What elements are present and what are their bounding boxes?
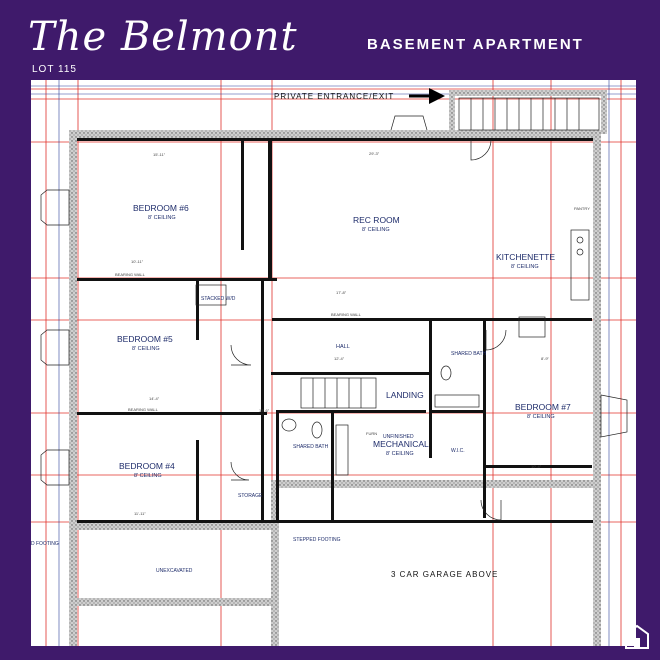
dim-15-11: 15'-11"	[153, 152, 166, 157]
label-furn: FURN	[366, 431, 377, 436]
dim-17-8: 17'-8"	[336, 290, 347, 295]
label-shared-bath-1: SHARED BATH	[451, 351, 487, 357]
floor-plan: PRIVATE ENTRANCE/EXIT BEDROOM #6 8' CEIL…	[31, 80, 636, 646]
label-shared-bath-2: SHARED BATH	[293, 444, 329, 450]
label-mechanical: MECHANICAL	[373, 439, 429, 449]
label-hall: HALL	[336, 344, 350, 350]
ceiling-bedroom-5: 8' CEILING	[132, 346, 160, 352]
interior-stair	[300, 377, 377, 409]
dim-8-9: 8'-9"	[541, 356, 550, 361]
ceiling-mechanical: 8' CEILING	[386, 451, 414, 457]
interior-walls	[77, 138, 593, 523]
garage-note: 3 CAR GARAGE ABOVE	[391, 570, 498, 579]
label-bedroom-7: BEDROOM #7	[515, 402, 571, 412]
dim-11-11: 11'-11"	[134, 511, 146, 516]
dimension-lines	[31, 80, 636, 646]
door-swings	[230, 139, 507, 521]
label-bearing-wall-3: BEARING WALL	[128, 407, 159, 412]
ceiling-kitchenette: 8' CEILING	[511, 264, 539, 270]
dim-10-4: 10'-4"	[531, 464, 542, 469]
foundation-walls	[69, 90, 607, 646]
label-unfinished: UNFINISHED	[383, 434, 414, 440]
dim-10-11: 10'-11"	[131, 259, 144, 264]
label-wic: W.I.C.	[451, 448, 465, 454]
label-unexcavated: UNEXCAVATED	[156, 568, 193, 574]
plan-title: The Belmont	[28, 14, 298, 60]
label-bedroom-4: BEDROOM #4	[119, 461, 175, 471]
dim-13-6: 13'-6"	[259, 408, 270, 413]
label-bearing-wall-1: BEARING WALL	[115, 272, 146, 277]
label-rec-room: REC ROOM	[353, 215, 400, 225]
lot-number: LOT 115	[32, 64, 77, 75]
label-landing: LANDING	[386, 390, 424, 400]
label-stepped-footing: STEPPED FOOTING	[293, 537, 341, 543]
fixtures	[195, 229, 590, 476]
label-kitchenette: KITCHENETTE	[496, 252, 555, 262]
entrance-arrow	[409, 88, 445, 104]
label-bedroom-6: BEDROOM #6	[133, 203, 189, 213]
window-wells	[40, 115, 628, 486]
entrance-note: PRIVATE ENTRANCE/EXIT	[274, 92, 394, 101]
dim-12-4: 12'-4"	[334, 356, 345, 361]
ceiling-bedroom-4: 8' CEILING	[134, 473, 162, 479]
ceiling-rec-room: 8' CEILING	[362, 227, 390, 233]
plan-subtitle: BASEMENT APARTMENT	[367, 36, 584, 53]
ceiling-bedroom-7: 8' CEILING	[527, 414, 555, 420]
label-bedroom-5: BEDROOM #5	[117, 334, 173, 344]
label-bearing-wall-2: BEARING WALL	[331, 312, 362, 317]
floor-plan-drawing: PRIVATE ENTRANCE/EXIT BEDROOM #6 8' CEIL…	[31, 80, 636, 646]
watermark-logo-icon	[625, 624, 649, 649]
ceiling-bedroom-6: 8' CEILING	[148, 215, 176, 221]
label-stacked-wd: STACKED W/D	[201, 296, 236, 302]
label-footing-left: D FOOTING	[31, 541, 59, 547]
entrance-stair	[458, 97, 600, 131]
dim-29-3: 29'-3"	[369, 151, 380, 156]
label-storage: STORAGE	[238, 493, 263, 499]
dim-14-4: 14'-4"	[149, 396, 160, 401]
label-pantry: PANTRY	[574, 206, 590, 211]
plan-labels: PRIVATE ENTRANCE/EXIT BEDROOM #6 8' CEIL…	[31, 92, 590, 579]
